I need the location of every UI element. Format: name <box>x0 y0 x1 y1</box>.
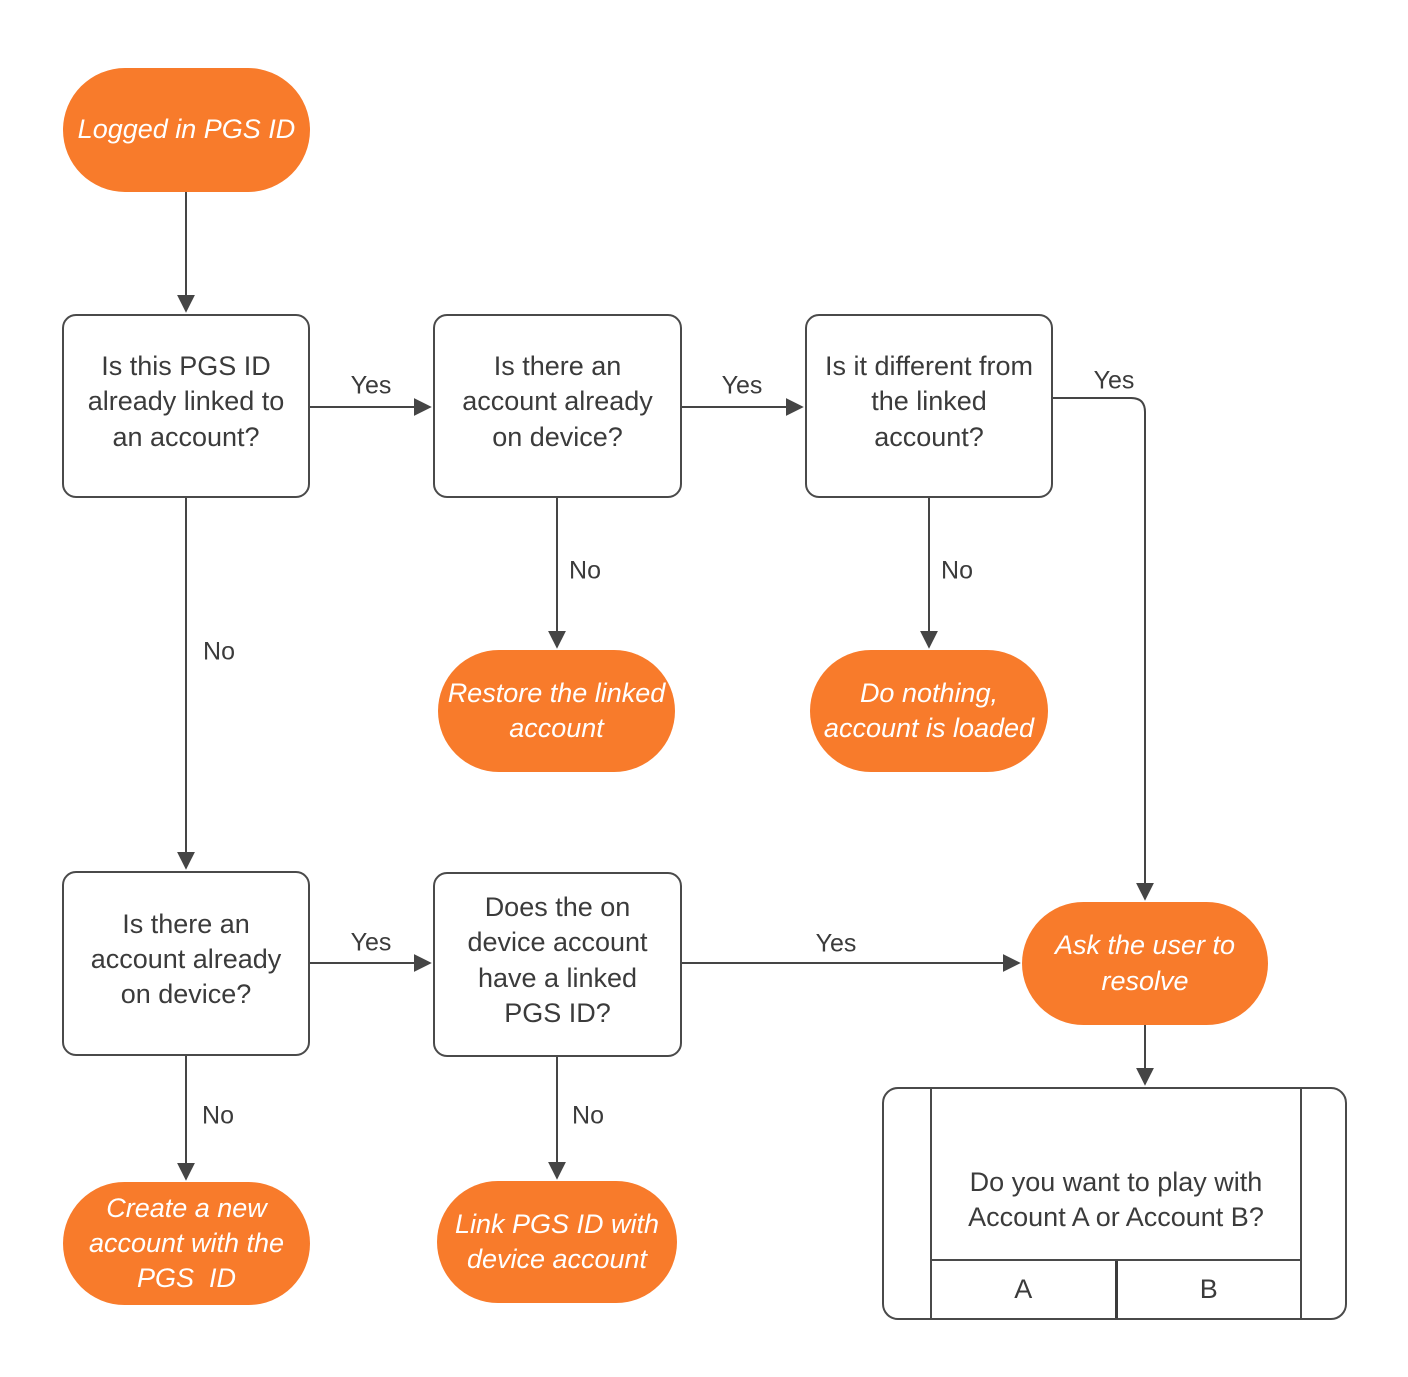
pill-do-nothing-account-loaded: Do nothing, account is loaded <box>810 650 1048 772</box>
pill-create-new-account: Create a new account with the PGS ID <box>63 1182 310 1305</box>
start-pill: Logged in PGS ID <box>63 68 310 192</box>
edge-label-has-pgs-yes: Yes <box>815 929 857 958</box>
edge-label-linked-yes: Yes <box>350 371 392 400</box>
dialog-left-margin-line <box>930 1089 932 1318</box>
dialog-right-margin-line <box>1300 1089 1302 1318</box>
edge-label-has-pgs-no: No <box>572 1101 604 1130</box>
edge-label-device-bottom-no: No <box>202 1101 234 1130</box>
edge-label-linked-no: No <box>203 637 235 666</box>
pill-ask-user-to-resolve: Ask the user to resolve <box>1022 902 1268 1025</box>
decision-different-from-linked: Is it different from the linked account? <box>805 314 1053 498</box>
dialog-button-a: A <box>932 1261 1118 1318</box>
decision-device-account-has-pgs-id: Does the on device account have a linked… <box>433 872 682 1057</box>
decision-pgs-id-linked: Is this PGS ID already linked to an acco… <box>62 314 310 498</box>
edge-label-device-top-yes: Yes <box>721 371 763 400</box>
dialog-question: Do you want to play with Account A or Ac… <box>968 1166 1264 1232</box>
decision-account-on-device-bottom: Is there an account already on device? <box>62 871 310 1056</box>
dialog-button-b: B <box>1199 1274 1218 1304</box>
edge-label-device-top-no: No <box>569 556 601 585</box>
edge-label-device-bottom-yes: Yes <box>350 928 392 957</box>
edge-label-different-yes: Yes <box>1093 366 1135 395</box>
edge-label-different-no: No <box>941 556 973 585</box>
account-choice-dialog: Do you want to play with Account A or Ac… <box>882 1087 1347 1320</box>
decision-account-on-device-top: Is there an account already on device? <box>433 314 682 498</box>
dialog-button-row: A B <box>932 1259 1300 1318</box>
pill-restore-linked-account: Restore the linked account <box>438 650 675 772</box>
pill-link-pgs-id: Link PGS ID with device account <box>437 1181 677 1303</box>
